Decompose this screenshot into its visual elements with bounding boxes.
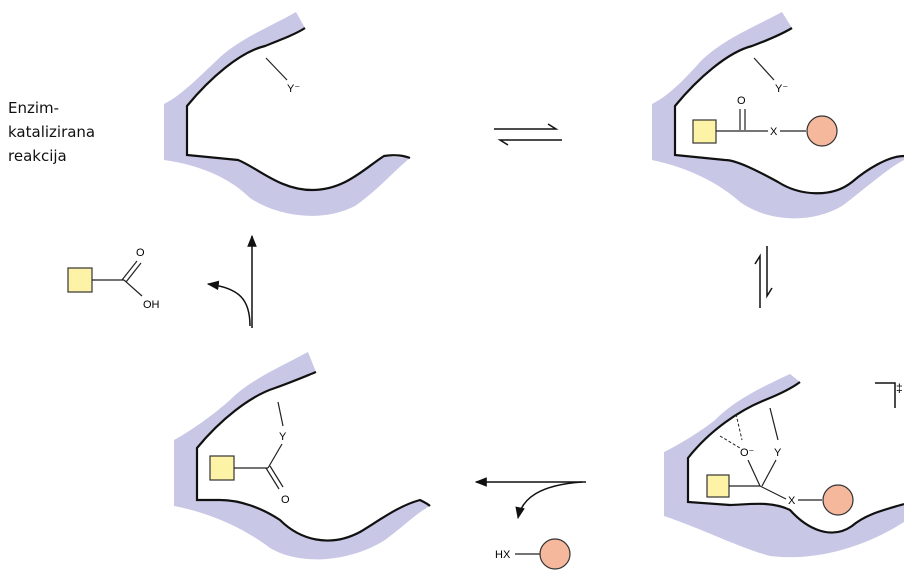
transition-state-panel: Y O⁻ X ‡ [664,374,904,558]
reaction-caption: Enzim- katalizirana reakcija [8,96,118,168]
transition-state-mark: ‡ [896,381,903,395]
enzyme-free-panel: Y⁻ [164,12,411,216]
transition-state-bracket [875,382,896,408]
enzyme-outline [185,27,411,192]
enzyme-body [164,12,410,216]
oxyanion-hbond-b [735,413,743,441]
y-minus-label: Y⁻ [775,83,788,95]
caption-line-2: katalizirana [8,123,96,141]
leaving-group-circle [806,115,838,147]
carbonyl-o-label: O [136,247,145,259]
hx-label: HX [495,549,511,561]
o-minus-label: O⁻ [740,447,755,459]
oxyanion-hbond-a [719,435,741,449]
substrate-square [692,119,717,144]
y-label: Y [774,447,782,459]
enzyme-body [174,352,430,560]
oxygen-carbon-bond [747,459,761,487]
x-label: X [770,126,778,138]
y-carbon-bond [267,443,283,469]
x-label: X [788,495,796,507]
enzyme-substrate-panel: Y⁻ O X [652,12,904,219]
y-carbon-bond [761,459,777,487]
equilibrium-arrow-vertical [754,246,773,308]
caption-line-1: Enzim- [8,99,60,117]
carbonyl-double-bond-a [265,467,280,490]
enzyme-outline [686,381,904,534]
y-label: Y [279,431,287,443]
y-enzyme-bond [277,401,284,427]
hx-product: HX [495,538,571,570]
carbonyl-double-bond-b [269,465,284,488]
enzyme-body [664,374,904,558]
acyl-enzyme-panel: Y O [174,352,431,560]
carboxylic-acid-product: O OH [67,247,160,311]
substrate-square [67,267,93,293]
y-minus-bond [265,57,288,81]
leaving-group-circle [822,484,854,516]
substrate-square [706,474,730,498]
caption-line-3: reakcija [8,147,67,165]
equilibrium-arrow-horizontal [494,123,562,146]
acid-release-arrow [206,234,257,328]
leaving-group-circle [539,538,571,570]
carbonyl-o-label: O [281,494,290,506]
hx-release-arrow [474,477,586,520]
carbonyl-double-bond-b [125,262,142,283]
carbon-oh-bond [123,279,143,297]
y-minus-bond [753,57,775,81]
carbonyl-double-bond-a [121,260,138,281]
enzyme-outline [673,27,904,195]
y-minus-label: Y⁻ [287,83,300,95]
substrate-square [209,455,235,481]
oh-label: OH [143,299,160,311]
y-bond [769,407,779,441]
carbonyl-o-label: O [737,95,746,107]
carbon-x-bond [759,485,787,500]
enzyme-body [652,12,904,219]
enzyme-outline [195,370,431,542]
